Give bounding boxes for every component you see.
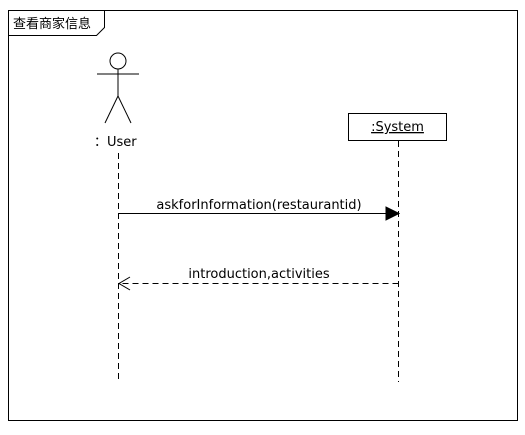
message-ask-info-arrowhead	[385, 206, 401, 221]
diagram-frame	[8, 10, 518, 421]
actor-left-leg	[104, 95, 119, 124]
frame-title: 查看商家信息	[13, 16, 91, 32]
message-reply-arrowhead	[118, 276, 131, 291]
system-object-label: :System	[371, 120, 424, 135]
message-reply-label: introduction,activities	[188, 267, 329, 282]
message-ask-info: askforInformation(restaurantid)	[118, 198, 401, 221]
message-reply: introduction,activities	[118, 267, 399, 291]
actor-user	[97, 52, 139, 124]
actor-label: ：User	[94, 135, 137, 150]
system-object-box	[348, 113, 447, 141]
actor-head	[109, 52, 127, 70]
message-ask-info-label: askforInformation(restaurantid)	[156, 198, 361, 213]
actor-right-leg	[117, 95, 132, 124]
frame-title-tab	[8, 10, 105, 36]
